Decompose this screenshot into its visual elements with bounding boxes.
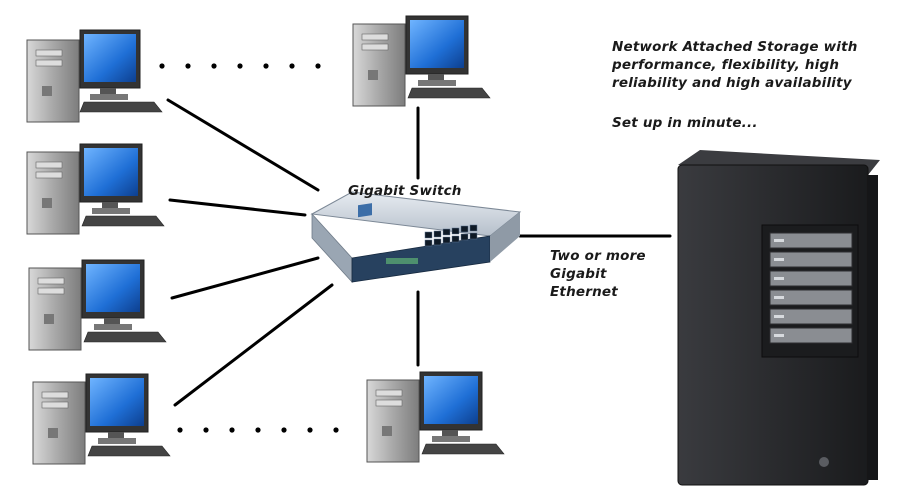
dotted-row-bottom bbox=[177, 427, 339, 433]
workstation-4 bbox=[32, 373, 171, 465]
monitor bbox=[79, 29, 141, 100]
link-label: Two or more Gigabit Ethernet bbox=[550, 247, 646, 301]
workstation-2 bbox=[26, 143, 165, 235]
nas-drive-bays bbox=[769, 232, 853, 344]
switch-left-side bbox=[311, 212, 353, 284]
switch-ports bbox=[424, 224, 478, 247]
dotted-row-top bbox=[159, 63, 321, 69]
workstation-1 bbox=[26, 29, 163, 123]
cable-workstation-1 bbox=[166, 98, 320, 192]
link-label-line-2: Gigabit bbox=[550, 266, 607, 282]
nas-server bbox=[677, 150, 880, 486]
nas-logo-icon bbox=[819, 457, 829, 467]
workstation-6 bbox=[366, 371, 505, 463]
nas-description-line-3: reliability and high availability bbox=[612, 75, 852, 91]
cable-workstation-4 bbox=[173, 283, 334, 407]
workstation-3 bbox=[28, 259, 167, 351]
keyboard bbox=[79, 101, 163, 113]
setup-note: Set up in minute... bbox=[612, 115, 758, 131]
cables bbox=[166, 98, 672, 407]
nas-description-line-2: performance, flexibility, high bbox=[612, 57, 840, 73]
cable-workstation-3 bbox=[170, 256, 320, 300]
gigabit-switch bbox=[310, 191, 522, 284]
workstation-5 bbox=[352, 15, 491, 107]
nas-description-line-1: Network Attached Storage with bbox=[612, 39, 858, 55]
switch-label: Gigabit Switch bbox=[348, 183, 462, 199]
switch-front bbox=[351, 235, 491, 283]
link-label-line-3: Ethernet bbox=[550, 284, 618, 300]
nas-description: Network Attached Storage with performanc… bbox=[612, 38, 892, 92]
link-label-line-1: Two or more bbox=[550, 248, 646, 264]
cable-workstation-2 bbox=[168, 198, 307, 217]
